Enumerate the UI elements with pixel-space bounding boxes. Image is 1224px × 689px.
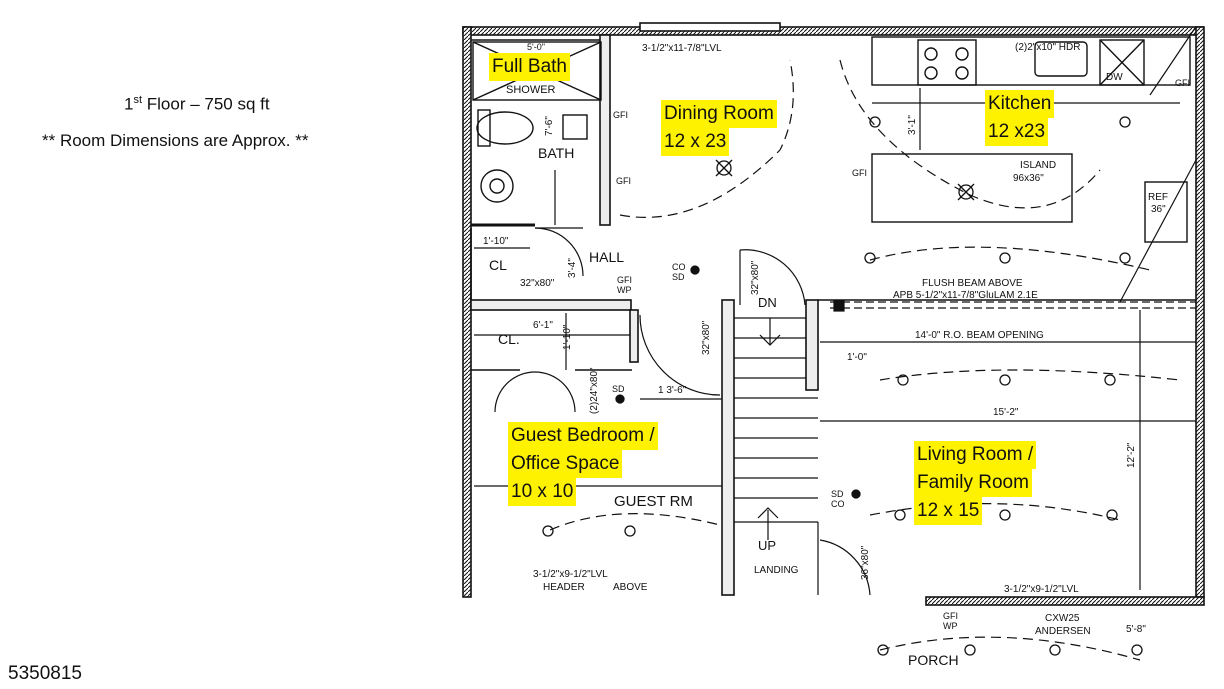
- label-closet-mid: CL.: [498, 331, 520, 347]
- listing-id: 5350815: [8, 663, 82, 684]
- label-dim-1-0: 1'-0": [847, 352, 867, 363]
- exterior-wall-left: [462, 26, 472, 598]
- room-label-guest-name-2: Office Space: [508, 450, 623, 478]
- label-island: ISLAND: [1020, 160, 1056, 171]
- floor-title: 1st Floor – 750 sq ft: [124, 94, 270, 115]
- label-sd-hall: SD: [672, 272, 685, 282]
- label-wp-porch: WP: [943, 621, 958, 631]
- dishwasher: [1099, 39, 1145, 86]
- floor-area: Floor – 750 sq ft: [142, 94, 270, 114]
- label-dim-6-1: 6'-1": [533, 320, 553, 331]
- room-label-living-name-2: Family Room: [914, 469, 1032, 497]
- dimension-lines: [474, 88, 1196, 590]
- label-co-hall: CO: [672, 262, 686, 272]
- label-dim-5-0: 5'-0": [527, 42, 545, 52]
- staircase: [734, 317, 819, 595]
- room-label-living-size: 12 x 15: [914, 497, 983, 525]
- exterior-wall-bottom: [925, 596, 1205, 606]
- island: [871, 153, 1073, 223]
- dimensions-note: ** Room Dimensions are Approx. **: [42, 131, 309, 150]
- walls: [462, 22, 1205, 606]
- label-co-living: CO: [831, 499, 845, 509]
- label-bath: BATH: [538, 145, 574, 161]
- label-ref-size: 36": [1151, 204, 1166, 215]
- label-door-32x80-a: 32"x80": [520, 278, 555, 289]
- bath-sink: [480, 169, 514, 203]
- label-gfi-dining: GFI: [616, 176, 631, 186]
- label-gfi-hall: GFI: [617, 275, 632, 285]
- label-shower: SHOWER: [506, 84, 556, 96]
- refrigerator: [1144, 181, 1188, 243]
- label-dim-1-10: 1'-10": [483, 236, 509, 247]
- exterior-wall-top: [462, 26, 1204, 36]
- label-door-32x80-c: 32"x80": [701, 320, 712, 355]
- label-closet-top: CL: [489, 257, 507, 273]
- label-hall: HALL: [589, 249, 624, 265]
- label-beam-opening: 14'-0" R.O. BEAM OPENING: [915, 330, 1044, 341]
- room-label-dining-name: Dining Room: [661, 100, 777, 128]
- label-dw: DW: [1106, 72, 1123, 83]
- label-dim-15-2: 15'-2": [993, 407, 1019, 418]
- label-lvl-top: 3-1/2"x11-7/8"LVL: [642, 43, 722, 54]
- plan-labels: SHOWER BATH HALL CL CL. GUEST RM ISLAND …: [483, 42, 1190, 668]
- floor-suffix: st: [133, 94, 143, 106]
- room-label-kitchen-name: Kitchen: [985, 90, 1055, 118]
- label-dn: DN: [758, 295, 777, 310]
- room-label-dining-size: 12 x 23: [661, 128, 730, 156]
- label-apb: APB 5-1/2"x11-7/8"GluLAM 2.1E: [893, 290, 1038, 301]
- label-ref: REF: [1148, 192, 1168, 203]
- label-dim-3-6: 1 3'-6": [658, 385, 687, 396]
- label-dim-1-10-vert: 1'-10": [562, 324, 573, 350]
- label-porch: PORCH: [908, 652, 959, 668]
- label-gfi-bath: GFI: [613, 110, 628, 120]
- floor-number: 1: [124, 94, 134, 114]
- shower: [472, 41, 602, 101]
- door-swings: [494, 27, 1197, 596]
- label-door-32x80-b: 32"x80": [750, 260, 761, 295]
- label-gfi-island: GFI: [852, 168, 867, 178]
- label-window: CXW25: [1045, 613, 1080, 624]
- label-dim-12-2: 12'-2": [1126, 442, 1137, 468]
- label-guest-rm: GUEST RM: [614, 493, 693, 510]
- label-dim-3-1: 3'-1": [907, 115, 918, 135]
- sink: [1034, 41, 1088, 77]
- label-sd-guest: SD: [612, 384, 625, 394]
- kitchen-counters: [871, 36, 1191, 243]
- label-above: ABOVE: [613, 582, 648, 593]
- label-lvl-kitchen: (2)2"x10" HDR: [1015, 42, 1080, 53]
- label-island-size: 96x36": [1013, 173, 1044, 184]
- label-header: HEADER: [543, 582, 585, 593]
- label-sd-living: SD: [831, 489, 844, 499]
- toilet: [476, 111, 534, 145]
- exterior-wall-right: [1195, 26, 1205, 598]
- label-andersen: ANDERSEN: [1035, 626, 1091, 637]
- label-lvl-bottom-left: 3-1/2"x9-1/2"LVL: [533, 569, 608, 580]
- label-up: UP: [758, 538, 776, 553]
- top-window: [639, 22, 781, 32]
- label-flush-beam: FLUSH BEAM ABOVE: [922, 278, 1023, 289]
- room-label-guest-size: 10 x 10: [508, 478, 577, 506]
- label-dim-5-8: 5'-8": [1126, 624, 1146, 635]
- room-label-full-bath: Full Bath: [489, 53, 570, 81]
- label-gfi-kitchen: GFI: [1175, 78, 1190, 88]
- label-landing: LANDING: [754, 565, 799, 576]
- room-label-living-name-1: Living Room /: [914, 441, 1037, 469]
- label-gfi-porch: GFI: [943, 611, 958, 621]
- label-dim-3-4: 3'-4": [567, 258, 578, 278]
- label-door-24x80: (2)24"x80": [589, 367, 600, 414]
- recessed-lights: [542, 116, 1143, 656]
- room-label-guest-name-1: Guest Bedroom /: [508, 422, 658, 450]
- label-dim-7-6: 7'-6": [544, 116, 555, 136]
- label-door-36x80: 36"x80": [860, 545, 871, 580]
- room-label-kitchen-size: 12 x23: [985, 118, 1049, 146]
- range: [917, 39, 977, 86]
- label-wp-hall: WP: [617, 285, 632, 295]
- label-lvl-bottom-right: 3-1/2"x9-1/2"LVL: [1004, 584, 1079, 595]
